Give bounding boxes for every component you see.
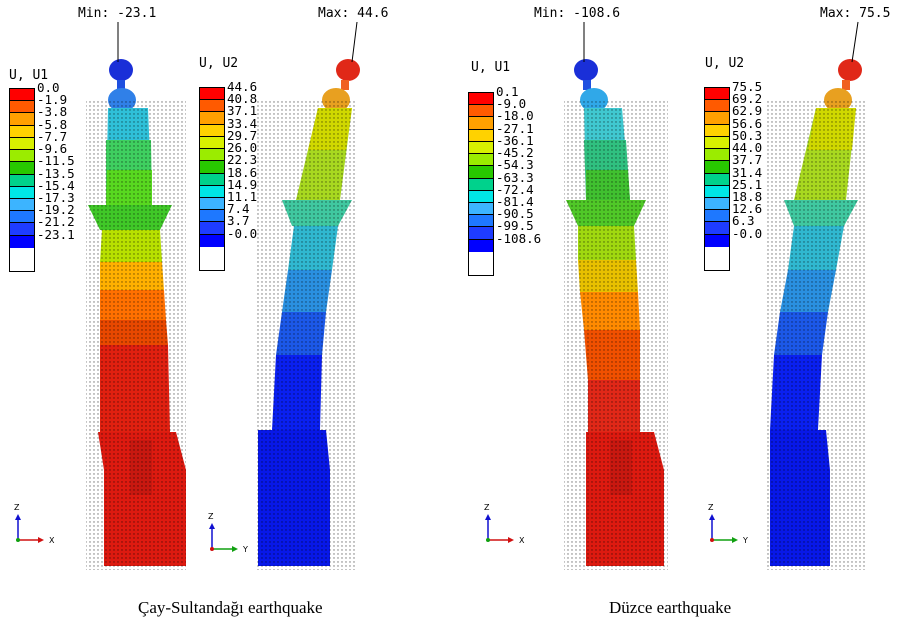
legend-tick: 0.1 <box>496 84 519 99</box>
legend-ticks: 75.5 69.2 62.9 56.6 50.3 44.0 37.7 31.4 … <box>732 79 763 241</box>
legend-tick: 3.7 <box>227 213 250 229</box>
legend-title-u2: U, U2 <box>199 56 239 71</box>
legend-tick: 14.9 <box>227 176 258 192</box>
legend-tick: 37.7 <box>732 152 763 168</box>
legend-tick: 18.8 <box>732 188 763 204</box>
axis-label-y: Y <box>242 545 248 554</box>
legend-tick: 31.4 <box>732 164 763 180</box>
min-label: Min: -23.1 <box>78 6 157 21</box>
axis-triad-yz-right: Z Y <box>708 503 748 545</box>
legend-tick: -54.3 <box>496 157 534 173</box>
caption-right: Düzce earthquake <box>609 598 732 617</box>
legend-tick: 44.0 <box>732 140 763 156</box>
max-label: Max: 44.6 <box>318 6 389 21</box>
legend-u1: 0.0 -1.9 -3.8 -5.8 -7.7 -9.6 -11.5 -13.5… <box>9 81 79 278</box>
legend-tick: -3.8 <box>37 104 68 120</box>
legend-ticks: 0.0 -1.9 -3.8 -5.8 -7.7 -9.6 -11.5 -13.5… <box>37 80 75 242</box>
legend-tick: 25.1 <box>732 176 763 192</box>
minaret-u2-right <box>766 59 866 570</box>
legend-u1: 0.1 -9.0 -18.0 -27.1 -36.1 -45.2 -54.3 -… <box>468 85 548 282</box>
legend-tick: -63.3 <box>496 169 534 185</box>
max-leader-line <box>851 21 859 63</box>
legend-tick: -72.4 <box>496 181 534 197</box>
legend-tick: 33.4 <box>227 115 258 131</box>
legend-u2: 44.6 40.8 37.1 33.4 29.7 26.0 22.3 18.6 … <box>199 80 269 277</box>
legend-tick: -7.7 <box>37 128 68 144</box>
legend-tick: -21.2 <box>37 214 75 230</box>
minaret-u1-left <box>86 59 186 570</box>
legend-tick: -15.4 <box>37 177 75 193</box>
legend-tick: 69.2 <box>732 91 763 107</box>
axis-triad-yz-left: Z Y <box>208 512 248 554</box>
legend-tick: -18.0 <box>496 108 534 124</box>
max-label: Max: 75.5 <box>820 6 891 21</box>
legend-tick: 44.6 <box>227 79 258 94</box>
legend-tick: -9.6 <box>37 141 68 157</box>
legend-tick: -23.1 <box>37 226 75 242</box>
legend-tick: 7.4 <box>227 201 250 217</box>
color-scale-bar <box>704 87 730 271</box>
legend-tick: -108.6 <box>496 230 542 246</box>
panel-duzce: Z X Z Y Min: -108.6 Max: 75.5 U, U1 0.1 … <box>454 0 907 629</box>
legend-tick: -1.9 <box>37 92 68 108</box>
max-leader-line <box>351 21 358 63</box>
legend-tick: -19.2 <box>37 202 75 218</box>
legend-tick: 62.9 <box>732 103 763 119</box>
legend-tick: -17.3 <box>37 189 75 205</box>
minaret-models-right: Z X Z Y <box>484 21 866 570</box>
axis-triad-xz-right: Z X <box>484 503 525 545</box>
legend-tick: 40.8 <box>227 91 258 107</box>
minaret-u1-right <box>564 59 668 570</box>
legend-tick: 11.1 <box>227 188 258 204</box>
color-scale-bar <box>468 92 494 276</box>
legend-tick: -45.2 <box>496 145 534 161</box>
legend-tick: 50.3 <box>732 127 763 143</box>
legend-tick: 37.1 <box>227 103 258 119</box>
min-label: Min: -108.6 <box>534 6 621 21</box>
minaret-u2-left <box>256 59 360 570</box>
legend-tick: -90.5 <box>496 206 534 222</box>
legend-tick: 26.0 <box>227 140 258 156</box>
axis-label-z: Z <box>208 512 214 521</box>
axis-label-z: Z <box>484 503 490 512</box>
legend-tick: 22.3 <box>227 152 258 168</box>
axis-label-z: Z <box>14 503 20 512</box>
legend-tick: 6.3 <box>732 213 755 229</box>
legend-tick: -0.0 <box>227 225 258 241</box>
color-scale-bar <box>199 87 225 271</box>
legend-tick: -27.1 <box>496 120 534 136</box>
legend-tick: 18.6 <box>227 164 258 180</box>
legend-tick: 29.7 <box>227 127 258 143</box>
legend-tick: -36.1 <box>496 132 534 148</box>
legend-title-u2: U, U2 <box>705 56 745 71</box>
legend-tick: 75.5 <box>732 79 763 94</box>
legend-tick: -13.5 <box>37 165 75 181</box>
minaret-models-left: Z X Z Y <box>14 21 360 570</box>
legend-ticks: 0.1 -9.0 -18.0 -27.1 -36.1 -45.2 -54.3 -… <box>496 84 542 246</box>
axis-label-x: X <box>49 536 55 545</box>
legend-title-u1: U, U1 <box>9 68 49 83</box>
legend-tick: -81.4 <box>496 193 534 209</box>
legend-u2: 75.5 69.2 62.9 56.6 50.3 44.0 37.7 31.4 … <box>704 80 774 277</box>
panel-cay-sultandagi: Z X Z Y Min: -23.1 Max: 44.6 U, U1 0.0 -… <box>0 0 453 629</box>
legend-tick: -5.8 <box>37 116 68 132</box>
legend-tick: -99.5 <box>496 218 534 234</box>
legend-tick: 56.6 <box>732 115 763 131</box>
axis-label-y: Y <box>742 536 748 545</box>
legend-tick: 12.6 <box>732 201 763 217</box>
axis-label-z: Z <box>708 503 714 512</box>
legend-tick: -9.0 <box>496 96 527 112</box>
legend-tick: -0.0 <box>732 225 763 241</box>
caption-left: Çay-Sultandağı earthquake <box>138 598 323 617</box>
color-scale-bar <box>9 88 35 272</box>
legend-title-u1: U, U1 <box>471 60 511 75</box>
axis-triad-xz-left: Z X <box>14 503 55 545</box>
axis-label-x: X <box>519 536 525 545</box>
legend-tick: -11.5 <box>37 153 75 169</box>
legend-ticks: 44.6 40.8 37.1 33.4 29.7 26.0 22.3 18.6 … <box>227 79 258 241</box>
legend-tick: 0.0 <box>37 80 60 95</box>
